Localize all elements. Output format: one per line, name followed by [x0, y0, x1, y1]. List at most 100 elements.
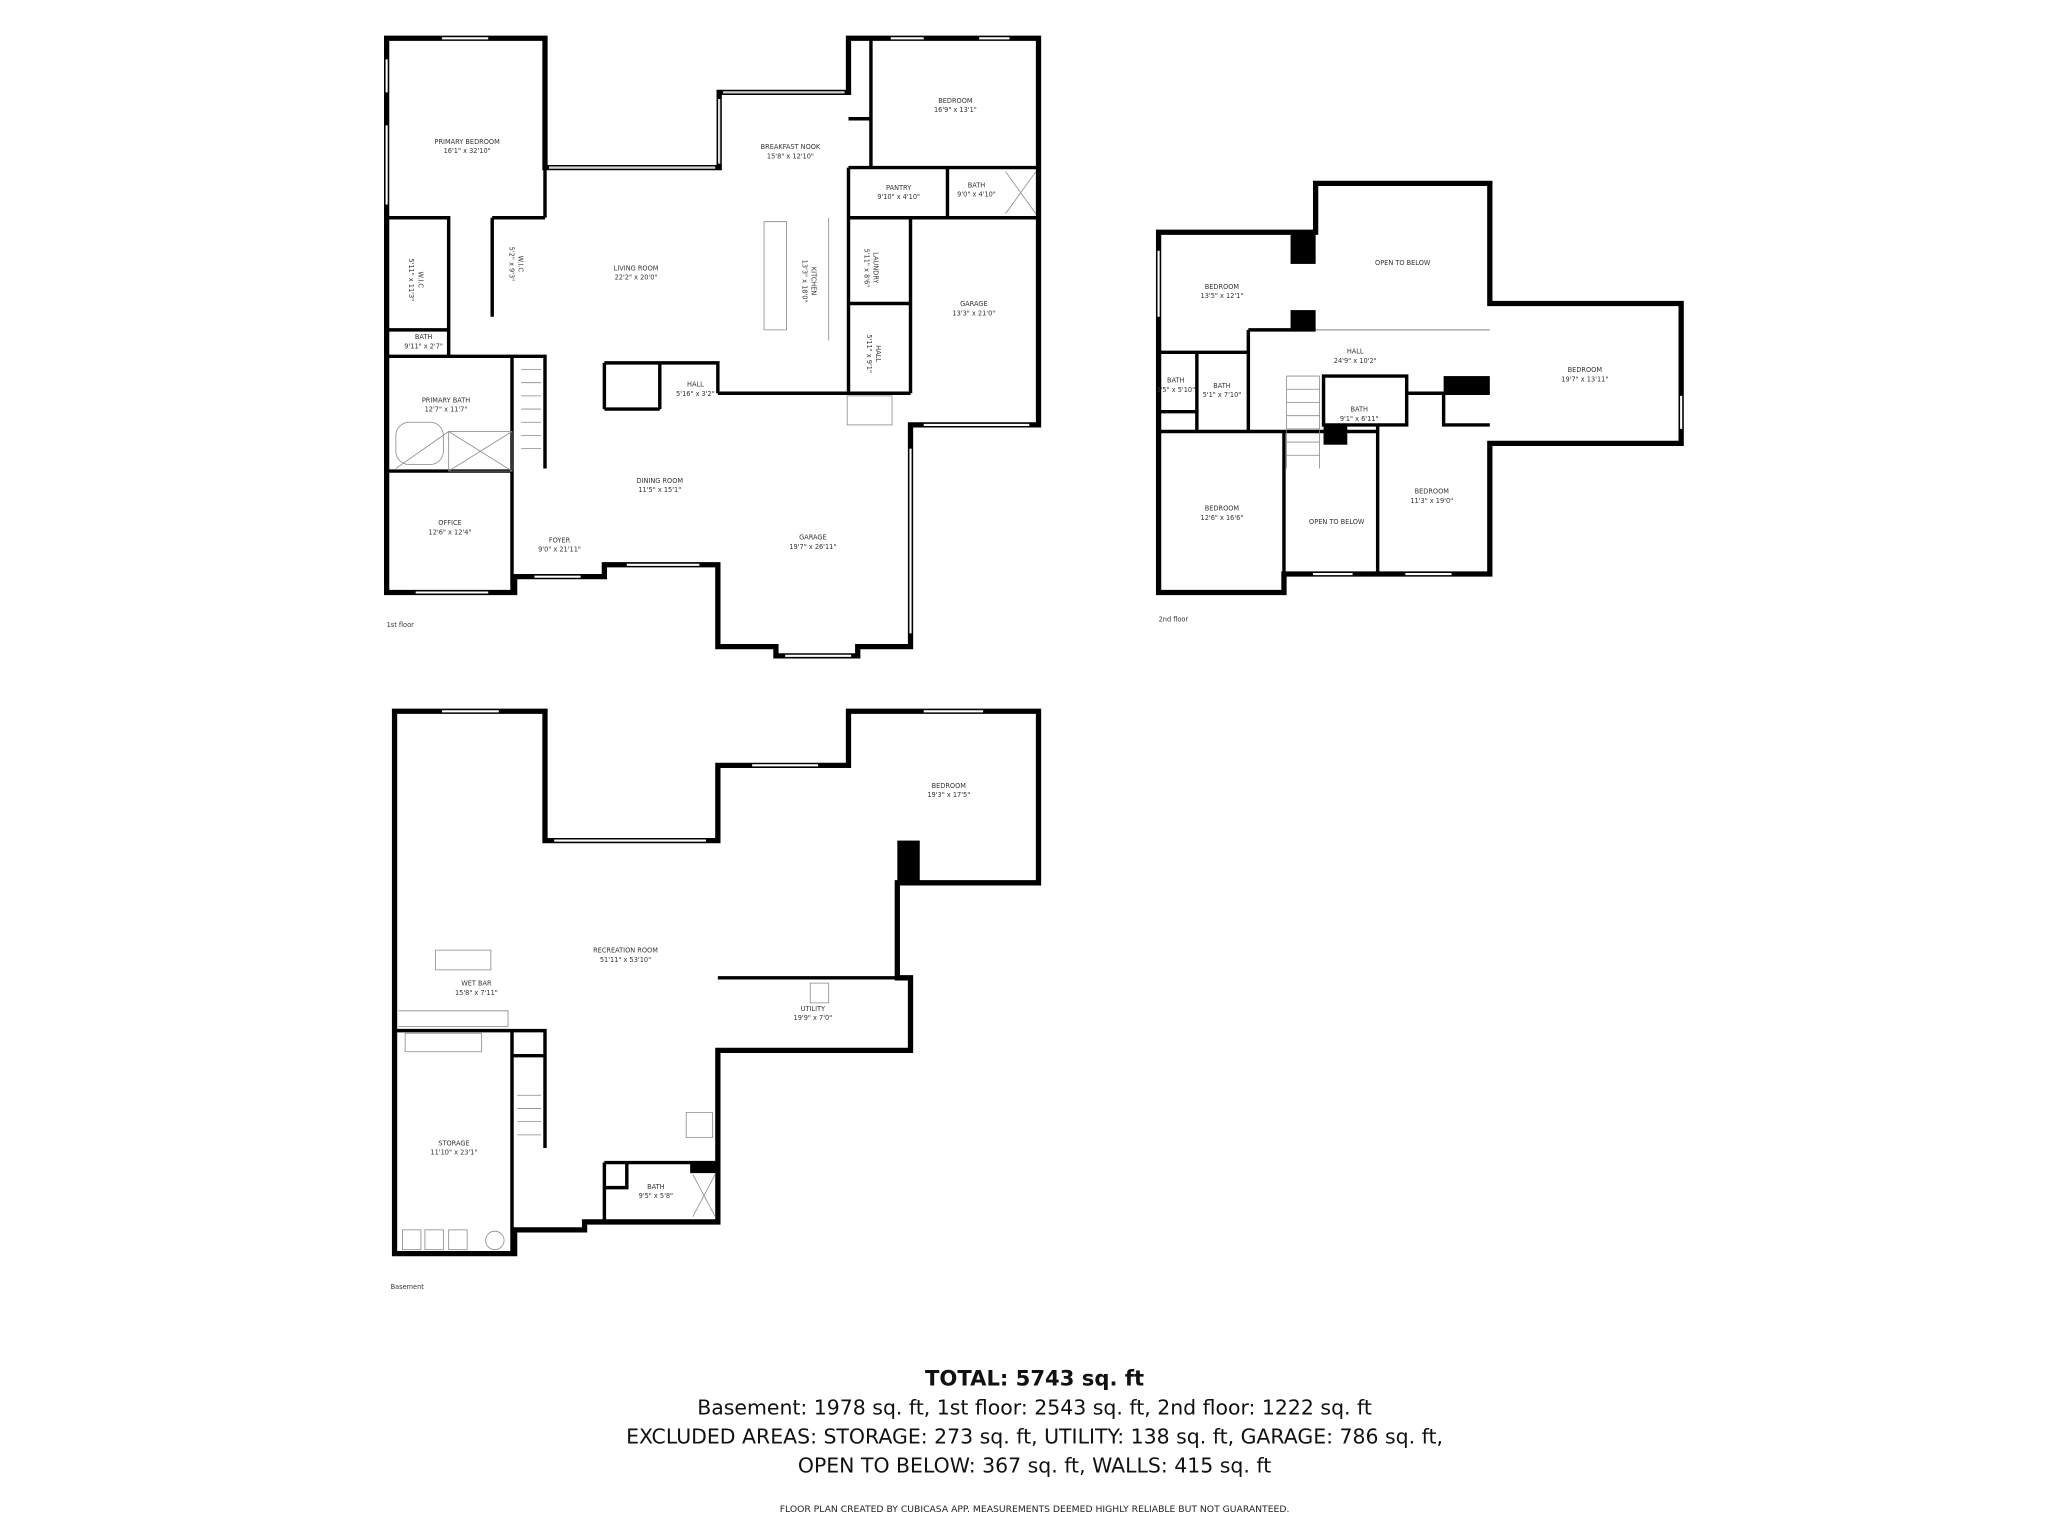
floor-label: 1st floor — [387, 621, 414, 629]
floor-areas: Basement: 1978 sq. ft, 1st floor: 2543 s… — [697, 1396, 1372, 1420]
room-label: OPEN TO BELOW — [1309, 518, 1365, 526]
room-dimensions: 24'9" x 10'2" — [1334, 357, 1377, 365]
room-name: LIVING ROOM — [614, 265, 659, 273]
second-floor-plan — [1155, 180, 1684, 596]
first-floor-outline — [384, 35, 1042, 659]
second-floor-outline — [1155, 180, 1684, 596]
floor-label: Basement — [391, 1283, 425, 1291]
room-dimensions: 5'16" x 3'2" — [676, 390, 715, 398]
room-dimensions: 19'3" x 17'5" — [927, 791, 970, 799]
basement-outline — [391, 708, 1042, 1257]
basement-plan — [391, 708, 1042, 1257]
room-dimensions: 22'2" x 20'0" — [615, 274, 658, 282]
room-dimensions: 19'7" x 26'11" — [789, 543, 836, 551]
room-name: OPEN TO BELOW — [1375, 259, 1431, 267]
room-name: PANTRY — [886, 184, 912, 192]
fireplace-icon — [846, 395, 893, 426]
bathtub-icon — [395, 421, 444, 465]
room-name: BEDROOM — [1205, 505, 1240, 513]
room-name: BEDROOM — [932, 782, 967, 790]
room-name: PRIMARY BEDROOM — [435, 138, 501, 146]
room-dimensions: 13'3" x 18'0" — [800, 260, 808, 303]
excluded-areas-line1: EXCLUDED AREAS: STORAGE: 273 sq. ft, UTI… — [626, 1425, 1443, 1449]
first-floor-plan — [384, 35, 1042, 659]
room-dimensions: 19'9" x 7'0" — [794, 1014, 833, 1022]
room-dimensions: 13'3" x 21'0" — [952, 309, 995, 317]
room-name: BATH — [968, 181, 986, 189]
room-label: W.I.C5'2" x 9'3" — [507, 247, 524, 281]
room-dimensions: 11'3" x 19'0" — [1410, 497, 1453, 505]
room-name: W.I.C — [517, 256, 525, 273]
room-name: BEDROOM — [1205, 283, 1240, 291]
room-name: W.I.C — [416, 272, 424, 289]
room-dimensions: 13'5" x 12'1" — [1201, 292, 1244, 300]
room-name: GARAGE — [960, 300, 988, 308]
room-dimensions: 15'8" x 12'10" — [767, 152, 814, 160]
room-dimensions: 12'7" x 11'7" — [425, 406, 468, 414]
shower-icon — [448, 431, 513, 472]
room-name: FOYER — [549, 536, 571, 544]
room-dimensions: 9'10" x 4'10" — [877, 193, 920, 201]
room-name: RECREATION ROOM — [593, 947, 658, 955]
room-label: OPEN TO BELOW — [1375, 259, 1431, 267]
room-dimensions: 5'11" x 11'3" — [407, 258, 415, 301]
room-name: DINING ROOM — [637, 477, 684, 485]
room-name: BEDROOM — [1568, 366, 1603, 374]
room-dimensions: 11'10" x 23'1" — [430, 1149, 477, 1157]
room-name: WET BAR — [461, 980, 492, 988]
room-name: HALL — [687, 381, 704, 389]
room-name: GARAGE — [799, 534, 827, 542]
room-name: BATH — [415, 333, 433, 341]
room-label: FOYER 9'0" x 21'11" — [538, 536, 581, 553]
room-dimensions: 9'0" x 21'11" — [538, 546, 581, 554]
room-dimensions: 5'2" x 9'3" — [507, 247, 515, 281]
room-name: PRIMARY BATH — [422, 396, 470, 404]
room-name: HALL — [874, 345, 882, 362]
room-name: BATH — [647, 1183, 665, 1191]
room-name: BATH — [1213, 382, 1231, 390]
room-dimensions: 16'9" x 13'1" — [934, 106, 977, 114]
room-dimensions: 3'5" x 5'10" — [1156, 386, 1195, 394]
room-dimensions: 12'6" x 16'6" — [1201, 514, 1244, 522]
room-name: BEDROOM — [1415, 488, 1450, 496]
total-area: TOTAL: 5743 sq. ft — [925, 1366, 1144, 1391]
room-dimensions: 11'5" x 15'1" — [638, 486, 681, 494]
floor-label: 2nd floor — [1159, 616, 1189, 624]
room-label: W.I.C5'11" x 11'3" — [407, 258, 424, 301]
room-dimensions: 16'1" x 32'10" — [444, 147, 491, 155]
room-dimensions: 5'1" x 7'10" — [1203, 391, 1242, 399]
room-dimensions: 9'11" x 2'7" — [404, 342, 443, 350]
disclaimer: FLOOR PLAN CREATED BY CUBICASA APP. MEAS… — [780, 1504, 1290, 1515]
room-dimensions: 51'11" x 53'10" — [600, 956, 651, 964]
room-dimensions: 15'8" x 7'11" — [455, 989, 498, 997]
room-dimensions: 9'5" x 5'8" — [639, 1192, 673, 1200]
room-name: OPEN TO BELOW — [1309, 518, 1365, 526]
room-name: KITCHEN — [810, 267, 818, 296]
room-name: OFFICE — [438, 519, 461, 527]
